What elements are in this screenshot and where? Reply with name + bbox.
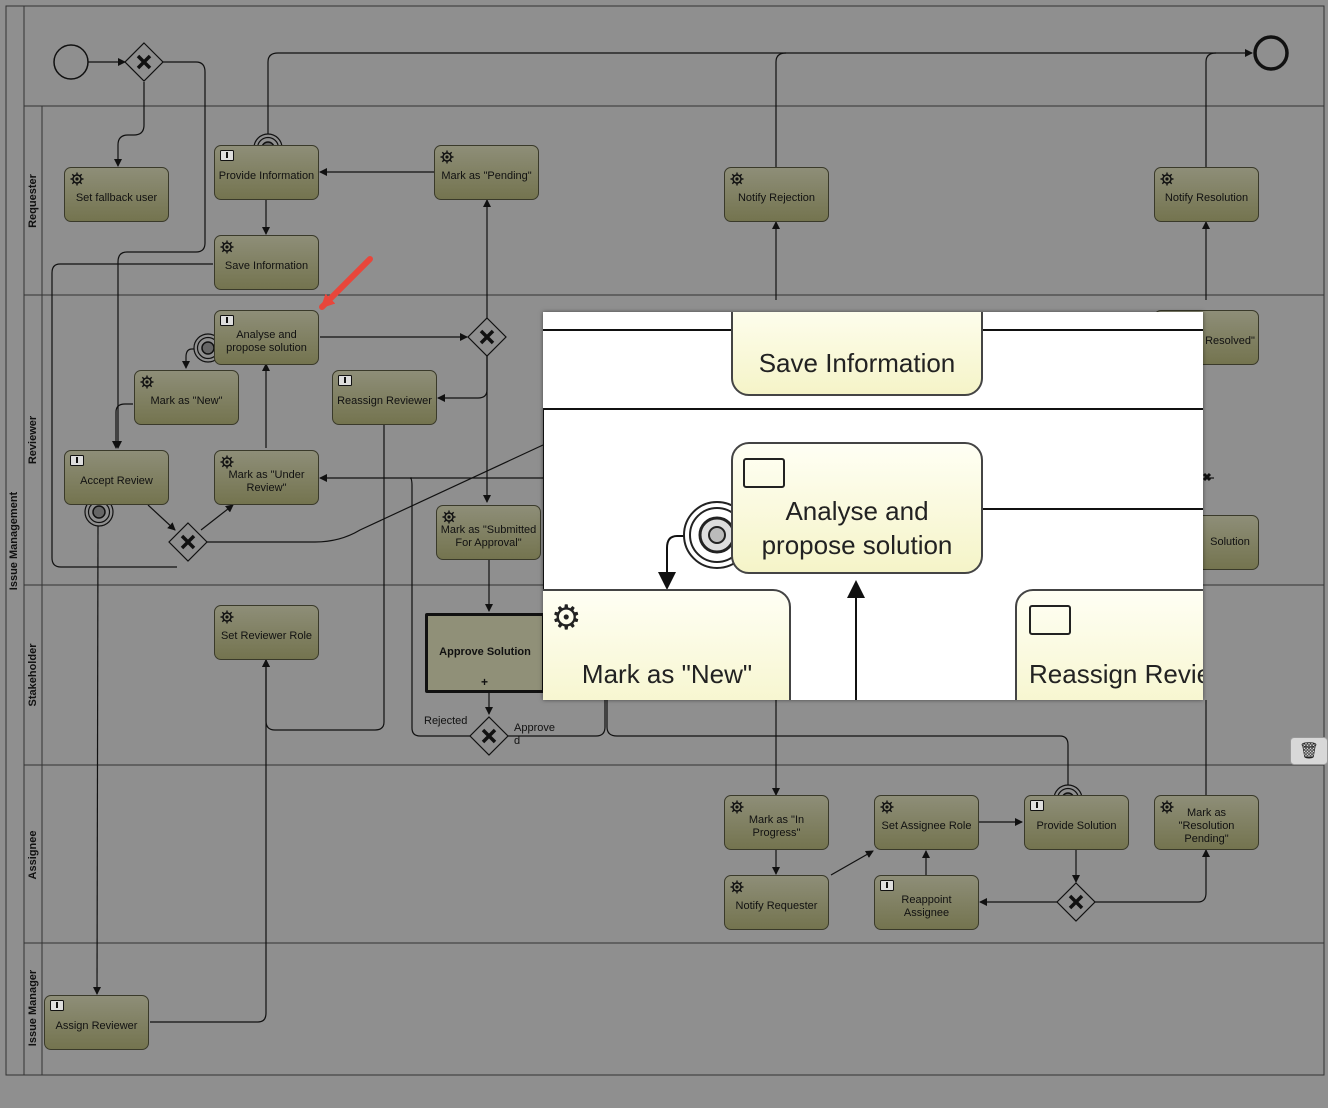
gear-icon	[220, 610, 234, 624]
pool-label: Issue Management	[8, 491, 20, 591]
gateway-accept	[168, 522, 208, 562]
task-mark-resolution-pending[interactable]: Mark as "Resolution Pending"	[1154, 795, 1259, 850]
task-analyse-propose-solution[interactable]: Analyse and propose solution	[214, 310, 319, 365]
task-notify-requester[interactable]: Notify Requester	[724, 875, 829, 930]
gateway-analyse	[467, 317, 507, 357]
task-label: Notify Requester	[735, 900, 818, 912]
task-label: Set Reviewer Role	[220, 630, 313, 642]
gear-icon	[730, 800, 744, 814]
task-label: Approve Solution	[439, 645, 531, 658]
task-label: Mark as "Submitted For Approval"	[440, 523, 537, 549]
zoom-task-analyse-propose-solution[interactable]: Analyse and propose solution	[731, 442, 983, 574]
zoom-inset: Save Information Analyse and propose sol…	[543, 312, 1203, 700]
gateways	[124, 42, 1212, 922]
task-label: Set Assignee Role	[881, 820, 972, 832]
user-task-icon	[50, 1000, 64, 1014]
user-task-icon	[1030, 800, 1044, 814]
user-task-icon	[70, 455, 84, 469]
lane-label-stakeholder: Stakeholder	[27, 643, 39, 707]
lane-label-issue-manager: Issue Manager	[27, 969, 39, 1047]
trash-icon[interactable]: 🗑	[1290, 737, 1328, 765]
task-label: Mark as "In Progress"	[748, 813, 805, 839]
zoom-task-label: Reassign Revie	[1029, 659, 1203, 689]
task-label: Mark as "New"	[150, 395, 223, 407]
zoom-task-label: Mark as "New"	[581, 659, 753, 689]
task-label: Notify Resolution	[1164, 192, 1249, 204]
gateway-solution	[1056, 882, 1096, 922]
task-label: Provide Information	[218, 170, 315, 182]
task-accept-review[interactable]: Accept Review	[64, 450, 169, 505]
edge-label-rejected: Rejected	[424, 715, 468, 727]
gear-icon	[880, 800, 894, 814]
task-label: Solution	[1210, 536, 1250, 548]
gear-icon	[1160, 172, 1174, 186]
task-label: Reappoint Assignee	[901, 893, 952, 919]
task-set-assignee-role[interactable]: Set Assignee Role	[874, 795, 979, 850]
task-mark-in-progress[interactable]: Mark as "In Progress"	[724, 795, 829, 850]
task-label: Notify Rejection	[737, 192, 816, 204]
gateway-start	[124, 42, 164, 82]
zoom-task-reassign-reviewer[interactable]: Reassign Revie	[1015, 589, 1203, 700]
gear-icon	[442, 510, 456, 524]
task-label: Resolved"	[1205, 335, 1255, 347]
task-reappoint-assignee[interactable]: Reappoint Assignee	[874, 875, 979, 930]
timer-icon	[84, 497, 114, 527]
pool-border	[5, 5, 1325, 1076]
task-provide-solution[interactable]: Provide Solution	[1024, 795, 1129, 850]
task-label: Save Information	[224, 260, 309, 272]
zoom-task-save-information[interactable]: Save Information	[731, 312, 983, 396]
task-assign-reviewer[interactable]: Assign Reviewer	[44, 995, 149, 1050]
task-label: Analyse and propose solution	[226, 328, 307, 354]
gear-icon	[140, 375, 154, 389]
user-task-icon	[338, 375, 352, 389]
start-event	[53, 44, 89, 80]
gear-icon	[730, 880, 744, 894]
task-set-fallback-user[interactable]: Set fallback user	[64, 167, 169, 222]
task-notify-rejection[interactable]: Notify Rejection	[724, 167, 829, 222]
zoom-task-mark-new[interactable]: ⚙ Mark as "New"	[543, 589, 791, 700]
end-event	[1253, 35, 1289, 71]
lane-label-reviewer: Reviewer	[27, 415, 39, 465]
task-label: Set fallback user	[75, 192, 158, 204]
zoom-task-label: Analyse and propose solution	[761, 496, 953, 560]
lane-label-requester: Requester	[27, 174, 39, 228]
task-label: Mark as "Under Review"	[228, 468, 305, 494]
zoom-task-label: Save Information	[758, 348, 956, 378]
gear-icon	[70, 172, 84, 186]
task-label: Provide Solution	[1036, 820, 1117, 832]
task-notify-resolution[interactable]: Notify Resolution	[1154, 167, 1259, 222]
task-provide-information[interactable]: Provide Information	[214, 145, 319, 200]
gateway-partial	[1202, 472, 1212, 482]
task-label: Mark as "Pending"	[441, 170, 532, 182]
sequence-flows	[51, 49, 1253, 1023]
zoom-user-task-icon	[743, 458, 785, 488]
gear-icon	[220, 240, 234, 254]
gear-icon	[730, 172, 744, 186]
task-approve-solution[interactable]: Approve Solution +	[425, 613, 545, 693]
gateway-approval	[469, 716, 509, 756]
task-set-reviewer-role[interactable]: Set Reviewer Role	[214, 605, 319, 660]
edge-label-approved: Approve d	[514, 722, 555, 747]
subprocess-plus-icon[interactable]: +	[481, 675, 489, 689]
user-task-icon	[220, 150, 234, 164]
task-label: Assign Reviewer	[55, 1020, 138, 1032]
task-mark-submitted-for-approval[interactable]: Mark as "Submitted For Approval"	[436, 505, 541, 560]
task-save-information[interactable]: Save Information	[214, 235, 319, 290]
task-reassign-reviewer[interactable]: Reassign Reviewer	[332, 370, 437, 425]
task-mark-new[interactable]: Mark as "New"	[134, 370, 239, 425]
gear-icon	[1160, 800, 1174, 814]
gear-icon	[220, 455, 234, 469]
task-mark-pending[interactable]: Mark as "Pending"	[434, 145, 539, 200]
zoom-gear-icon: ⚙	[551, 599, 582, 637]
zoom-user-task-icon	[1029, 605, 1071, 635]
highlight-arrow	[319, 256, 373, 310]
gear-icon	[440, 150, 454, 164]
task-label: Reassign Reviewer	[337, 395, 432, 407]
task-label: Accept Review	[80, 475, 153, 487]
task-mark-under-review[interactable]: Mark as "Under Review"	[214, 450, 319, 505]
user-task-icon	[880, 880, 894, 894]
task-label: Mark as "Resolution Pending"	[1178, 807, 1235, 845]
user-task-icon	[220, 315, 234, 329]
